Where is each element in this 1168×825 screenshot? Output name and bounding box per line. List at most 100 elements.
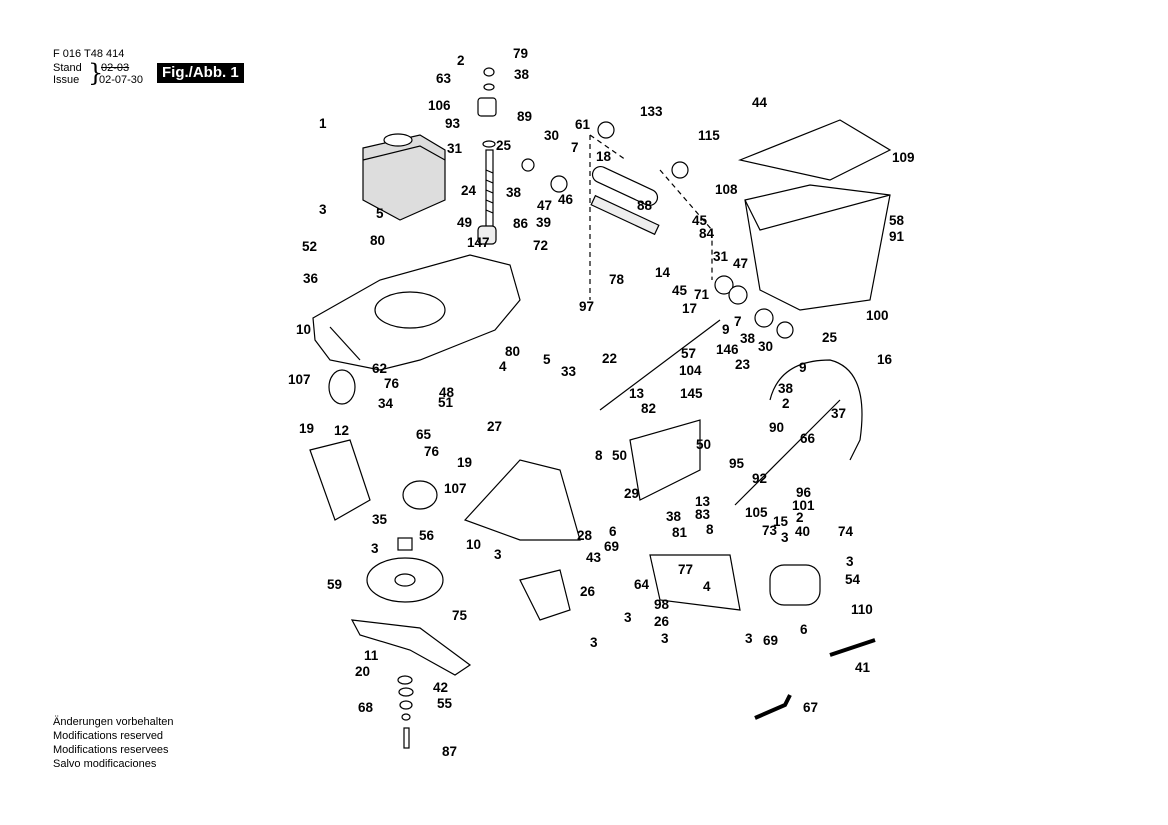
part-number-label: 38 (666, 509, 682, 524)
part-number-label: 80 (505, 344, 521, 359)
note-en: Modifications reserved (53, 730, 164, 742)
part-number-label: 147 (467, 235, 490, 250)
part-number-label: 101 (792, 498, 815, 513)
part-number-label: 43 (586, 550, 602, 565)
part-number-label: 75 (452, 608, 468, 623)
part-number-label: 83 (695, 507, 711, 522)
part-number-label: 37 (831, 406, 847, 421)
rear-shield (309, 439, 581, 621)
part-number-label: 45 (692, 213, 708, 228)
part-number-label: 38 (506, 185, 522, 200)
part-number-label: 13 (629, 386, 645, 401)
note-es: Salvo modificaciones (53, 758, 157, 770)
part-number-label: 2 (782, 396, 790, 411)
issue-label: Issue (53, 74, 80, 86)
part-number-label: 30 (758, 339, 774, 354)
part-number-label: 54 (845, 572, 861, 587)
part-number-label: 22 (602, 351, 618, 366)
part-number-label: 97 (579, 299, 595, 314)
blade-fasteners (397, 675, 414, 749)
part-number-label: 4 (703, 579, 711, 594)
part-number-label: 10 (466, 537, 482, 552)
part-number-label: 19 (457, 455, 473, 470)
fan-impeller (366, 537, 444, 603)
part-number-label: 17 (682, 301, 698, 316)
part-number-label: 38 (740, 331, 756, 346)
part-number-label: 5 (543, 352, 551, 367)
part-number-label: 41 (855, 660, 871, 675)
part-number-label: 88 (637, 198, 653, 213)
part-number-label: 35 (372, 512, 388, 527)
part-number-label: 77 (678, 562, 694, 577)
figure-label: Fig./Abb. 1 (157, 63, 244, 83)
part-number-label: 1 (319, 116, 327, 131)
part-number-label: 109 (892, 150, 915, 165)
part-number-label: 50 (612, 448, 628, 463)
mower-deck (312, 254, 521, 371)
part-number-label: 5 (376, 206, 384, 221)
part-number-label: 115 (698, 128, 720, 143)
part-number-label: 2 (457, 53, 465, 68)
part-number-label: 91 (889, 229, 905, 244)
part-number-label: 69 (763, 633, 779, 648)
part-number-label: 16 (877, 352, 893, 367)
part-number-label: 105 (745, 505, 768, 520)
part-number-label: 104 (679, 363, 702, 378)
part-number-label: 9 (722, 322, 730, 337)
part-number-label: 81 (672, 525, 688, 540)
part-number-label: 26 (654, 614, 670, 629)
part-number-label: 82 (641, 401, 657, 416)
old-date: 02-03 (101, 62, 130, 74)
blade (350, 619, 472, 676)
part-number-label: 2 (796, 510, 804, 525)
part-number-label: 95 (729, 456, 745, 471)
part-number-label: 100 (866, 308, 889, 323)
part-number-label: 29 (624, 486, 640, 501)
part-number-label: 79 (513, 46, 529, 61)
part-number-label: 93 (445, 116, 461, 131)
part-number-label: 86 (513, 216, 529, 231)
part-number-label: 7 (734, 314, 742, 329)
drive-shaft-assembly (477, 67, 497, 245)
note-de: Änderungen vorbehalten (53, 716, 174, 728)
part-number-label: 3 (319, 202, 327, 217)
part-number-label: 28 (577, 528, 593, 543)
part-number-label: 84 (699, 226, 715, 241)
part-number-label: 49 (457, 215, 473, 230)
part-number-label: 9 (799, 360, 807, 375)
part-number-label: 15 (773, 514, 789, 529)
part-number-label: 3 (661, 631, 669, 646)
part-number-label: 73 (762, 523, 778, 538)
part-number-label: 107 (444, 481, 467, 496)
part-number-label: 89 (517, 109, 533, 124)
part-number-label: 74 (838, 524, 854, 539)
part-number-label: 87 (442, 744, 458, 759)
part-number-label: 110 (851, 602, 873, 617)
part-number-label: 133 (640, 104, 663, 119)
part-number-label: 38 (778, 381, 794, 396)
part-number-label: 8 (706, 522, 714, 537)
stand-label: Stand (53, 62, 82, 74)
part-number-label: 31 (447, 141, 463, 156)
part-number-label: 42 (433, 680, 449, 695)
part-number-label: 59 (327, 577, 343, 592)
part-number-label: 3 (781, 530, 789, 545)
part-number-label: 65 (416, 427, 432, 442)
part-number-label: 47 (537, 198, 553, 213)
part-number-label: 23 (735, 357, 751, 372)
part-number-label: 72 (533, 238, 549, 253)
part-number-label: 58 (889, 213, 905, 228)
note-fr: Modifications reservees (53, 744, 169, 756)
part-number-label: 19 (299, 421, 315, 436)
part-number-label: 26 (580, 584, 596, 599)
part-number-label: 47 (733, 256, 749, 271)
wrench-tool (829, 638, 876, 657)
part-number-label: 3 (846, 554, 854, 569)
part-number-label: 48 (439, 385, 455, 400)
part-number-label: 62 (372, 361, 388, 376)
rear-frame (629, 419, 821, 611)
modification-notes: Änderungen vorbehalten Modifications res… (53, 715, 173, 771)
handle-bars (599, 319, 863, 506)
part-number-label: 46 (558, 192, 574, 207)
part-number-label: 146 (716, 342, 739, 357)
